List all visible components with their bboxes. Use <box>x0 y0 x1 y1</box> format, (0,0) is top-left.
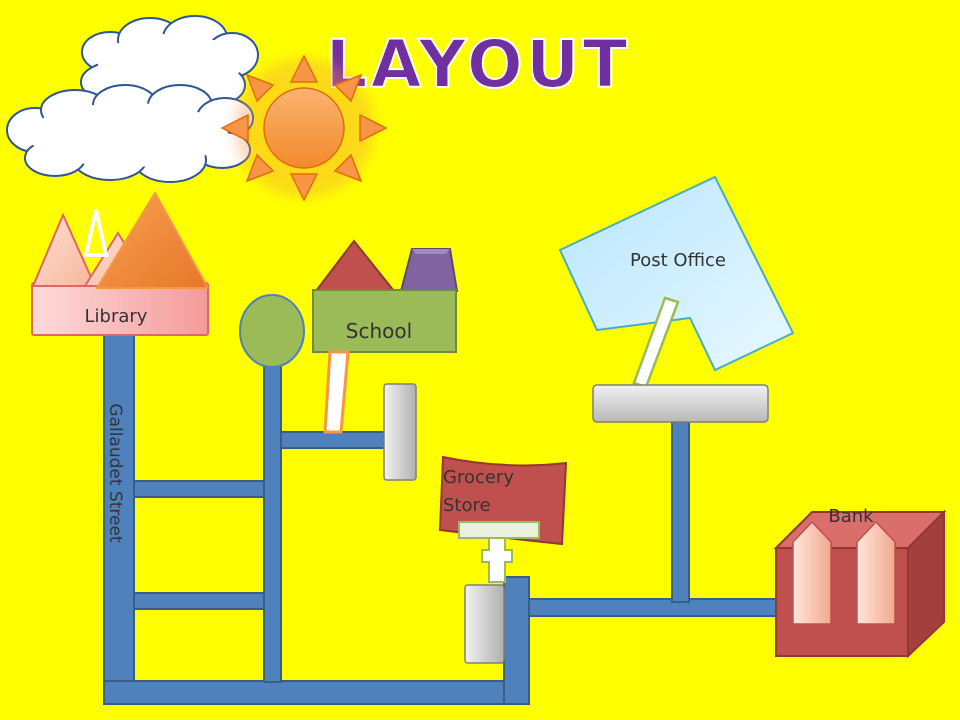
post-office-parking <box>592 384 769 423</box>
library: Library <box>31 191 210 336</box>
house-roof-icon <box>313 239 397 292</box>
grocery-parking <box>464 584 505 664</box>
grocery-store: Grocery Store <box>438 455 568 664</box>
post-office: Post Office <box>558 175 795 423</box>
school-road <box>280 431 385 449</box>
bank-pillar <box>856 520 896 625</box>
double-arrow-icon <box>481 537 513 583</box>
bank-road <box>528 598 780 617</box>
cloud-icon <box>6 84 254 183</box>
grocery-store-label-line2: Store <box>443 495 491 516</box>
bank-label: Bank <box>828 506 874 527</box>
bank-pillar <box>792 520 832 625</box>
grocery-riser-road <box>503 576 530 705</box>
school: School <box>312 239 459 481</box>
post-office-road <box>671 421 690 603</box>
mountain-icon <box>31 212 97 287</box>
school-label: School <box>346 319 412 343</box>
grocery-store-label-line1: Grocery <box>443 467 514 488</box>
tree-icon <box>239 294 305 368</box>
bottom-road <box>103 680 530 705</box>
page-title: LAYOUT <box>326 26 631 103</box>
bank: Bank <box>773 506 947 659</box>
gallaudet-street-road <box>103 333 135 705</box>
library-label: Library <box>85 306 148 327</box>
tree-road <box>263 361 282 683</box>
mountain-icon <box>95 191 210 289</box>
road-network <box>103 333 780 705</box>
sun-icon <box>220 54 388 202</box>
connector-road-1 <box>133 480 265 498</box>
street-label: Gallaudet Street <box>105 403 125 543</box>
connector-road-2 <box>133 592 265 610</box>
school-parking <box>383 383 417 481</box>
post-office-label: Post Office <box>630 250 726 271</box>
